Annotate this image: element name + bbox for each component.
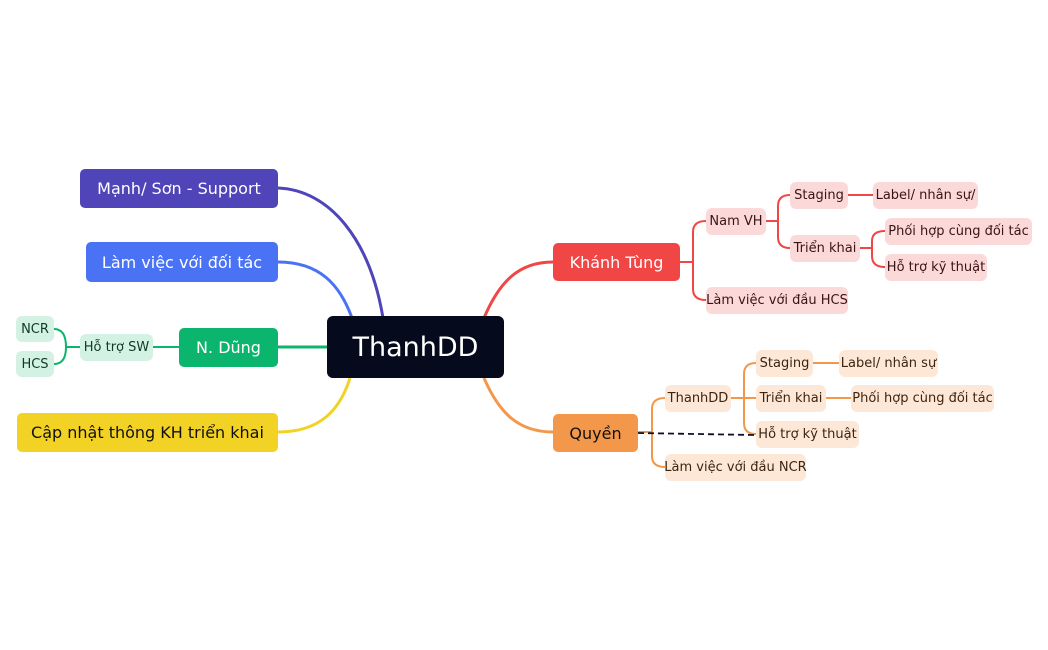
edge-thanhdd-ho-tro xyxy=(743,398,757,435)
edge-ho-tro-sw-ncr xyxy=(53,328,80,348)
node-hcs[interactable]: HCS xyxy=(16,351,54,377)
node-cap-nhat-kh[interactable]: Cập nhật thông KH triển khai xyxy=(17,413,278,452)
node-trien-khai-top[interactable]: Triển khai xyxy=(790,235,860,262)
node-quyen[interactable]: Quyền xyxy=(553,414,638,452)
node-manh-son-support[interactable]: Mạnh/ Sơn - Support xyxy=(80,169,278,208)
edge-nam-vh-staging xyxy=(766,194,791,222)
node-trien-khai-bottom[interactable]: Triển khai xyxy=(756,385,826,412)
edge-nam-vh-trien-khai xyxy=(777,221,791,249)
edge-trien-khai-phoi-hop xyxy=(860,230,886,249)
edge-trien-khai-ho-tro xyxy=(871,248,886,268)
edge-ho-tro-sw-hcs xyxy=(53,346,67,365)
edge-root-khanh-tung xyxy=(482,260,554,319)
edge-khanh-tung-nam-vh xyxy=(680,220,707,263)
node-khanh-tung[interactable]: Khánh Tùng xyxy=(553,243,680,281)
node-lam-viec-doi-tac[interactable]: Làm việc với đối tác xyxy=(86,242,278,282)
node-lam-viec-hcs[interactable]: Làm việc với đầu HCS xyxy=(706,287,848,314)
node-ho-tro-ky-thuat-bottom[interactable]: Hỗ trợ kỹ thuật xyxy=(756,421,859,448)
node-phoi-hop-bottom[interactable]: Phối hợp cùng đối tác xyxy=(851,385,994,412)
edge-root-manh-son xyxy=(277,186,385,319)
edge-root-quyen xyxy=(482,377,554,434)
edge-root-lam-viec-doi-tac xyxy=(277,260,354,319)
node-nam-vh[interactable]: Nam VH xyxy=(706,208,766,235)
node-label-bottom[interactable]: Label/ nhân sự xyxy=(839,350,938,377)
edge-quyen-thanhdd xyxy=(638,397,666,433)
node-ncr[interactable]: NCR xyxy=(16,316,54,342)
node-staging-bottom[interactable]: Staging xyxy=(756,350,813,377)
node-ho-tro-sw[interactable]: Hỗ trợ SW xyxy=(80,334,153,361)
edge-quyen-ncr xyxy=(651,432,666,468)
dashed-arrow-quyen-ho-tro xyxy=(637,432,755,436)
node-label-top[interactable]: Label/ nhân sự/ xyxy=(873,182,978,209)
node-phoi-hop-top[interactable]: Phối hợp cùng đối tác xyxy=(885,218,1032,245)
edge-khanh-tung-hcs xyxy=(692,262,707,301)
node-staging-top[interactable]: Staging xyxy=(790,182,848,209)
node-n-dung[interactable]: N. Dũng xyxy=(179,328,278,367)
root-node[interactable]: ThanhDD xyxy=(327,316,504,378)
node-ho-tro-ky-thuat-top[interactable]: Hỗ trợ kỹ thuật xyxy=(885,254,987,281)
edge-thanhdd-staging xyxy=(731,362,757,399)
node-thanhdd-sub[interactable]: ThanhDD xyxy=(665,385,731,412)
node-lam-viec-ncr[interactable]: Làm việc với đầu NCR xyxy=(664,454,807,481)
edge-root-cap-nhat xyxy=(277,377,352,434)
